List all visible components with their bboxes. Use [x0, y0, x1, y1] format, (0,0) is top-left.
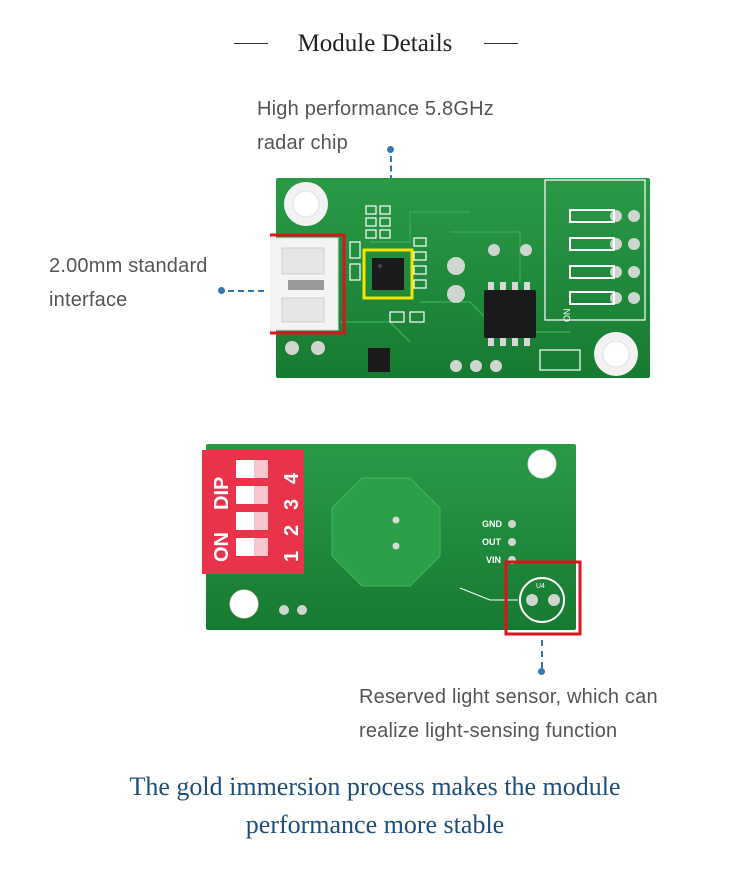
- dip-number-2: 2: [281, 525, 303, 536]
- pcb-front-board: ON: [270, 178, 650, 378]
- footer-line1: The gold immersion process makes the mod…: [129, 772, 621, 801]
- dip-number-1: 1: [281, 551, 303, 562]
- title-left-rule: [234, 43, 268, 44]
- light-sensor-label-line2: realize light-sensing function: [359, 720, 618, 742]
- interface-label-line2: interface: [49, 289, 128, 311]
- silkscreen-vin: VIN: [486, 555, 501, 565]
- light-sensor-label-line1: Reserved light sensor, which can: [359, 686, 658, 708]
- silkscreen-gnd: GND: [482, 519, 503, 529]
- interface-pointer-line: [228, 290, 264, 292]
- dip-number-3: 3: [281, 499, 303, 510]
- pcb-back-board: GND OUT VIN U4 ON DIP 1 2 3 4: [202, 444, 582, 636]
- silkscreen-u4: U4: [536, 583, 545, 590]
- dip-number-4: 4: [281, 472, 303, 484]
- radar-chip-label-line1: High performance 5.8GHz: [257, 98, 494, 120]
- silkscreen-out: OUT: [482, 537, 502, 547]
- dip-on-label: ON: [211, 532, 233, 562]
- footer-line2: performance more stable: [245, 810, 505, 839]
- section-title: Module Details: [0, 24, 750, 64]
- page-title: Module Details: [297, 30, 453, 57]
- radar-pointer-dot: [387, 146, 394, 153]
- silkscreen-on-small: ON: [562, 309, 572, 323]
- interface-pointer-dot: [218, 287, 225, 294]
- radar-chip-label-line2: radar chip: [257, 132, 348, 154]
- light-sensor-pointer-dot: [538, 668, 545, 675]
- title-right-rule: [484, 43, 518, 44]
- dip-label: DIP: [211, 477, 233, 510]
- light-sensor-pointer-line: [541, 640, 543, 668]
- interface-label-line1: 2.00mm standard: [49, 255, 208, 277]
